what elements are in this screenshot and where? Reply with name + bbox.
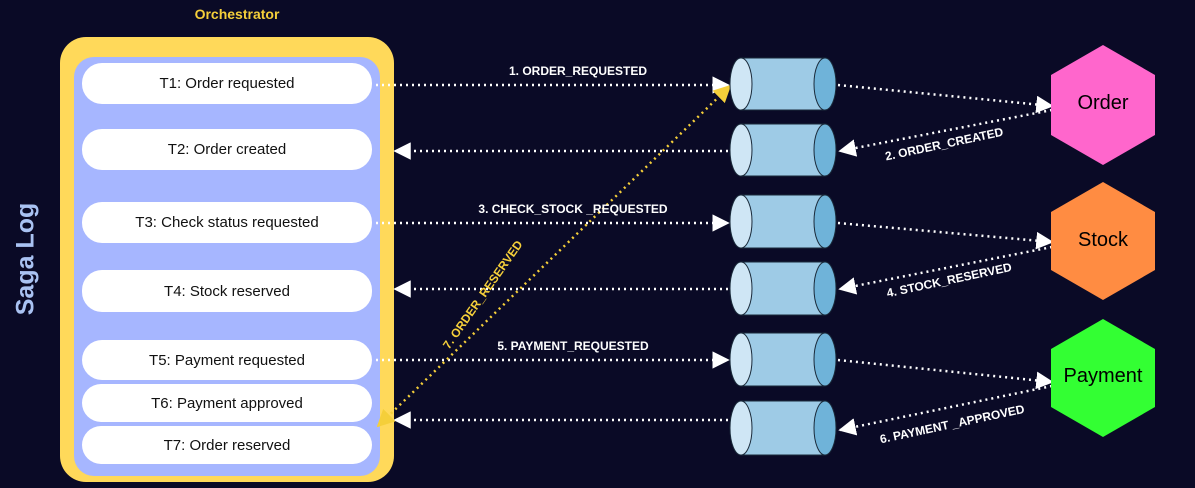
arrow-payment-to-queue (838, 384, 1053, 436)
step-t4: T4: Stock reserved (82, 270, 372, 312)
msg-label-5: 5. PAYMENT_REQUESTED (497, 339, 649, 353)
payment-service-label: Payment (1063, 365, 1143, 387)
arrow-queue-to-stock (837, 221, 1054, 250)
step-t7: T7: Order reserved (82, 426, 372, 464)
orchestrator-title: Orchestrator (194, 6, 280, 22)
msg-label-1: 1. ORDER_REQUESTED (509, 64, 647, 78)
queue-4 (729, 261, 837, 316)
queue-3 (729, 194, 837, 249)
arrow-order-reserved (376, 84, 732, 428)
step-t6: T6: Payment approved (82, 384, 372, 422)
step-t5: T5: Payment requested (82, 340, 372, 380)
msg-label-3: 3. CHECK_STOCK _REQUESTED (478, 202, 667, 216)
arrow-stock-to-queue (838, 245, 1053, 295)
arrow-queue-to-payment (837, 358, 1054, 390)
queue-5 (729, 332, 837, 387)
msg-label-7: 7. ORDER_RESERVED (440, 238, 526, 352)
stock-service-label: Stock (1077, 229, 1129, 251)
order-service-label: Order (1077, 92, 1129, 114)
msg-label-6: 6. PAYMENT _APPROVED (879, 402, 1026, 446)
step-t1: T1: Order requested (82, 63, 372, 104)
arrow-queue-to-order (837, 83, 1054, 114)
step-t3: T3: Check status requested (82, 202, 372, 243)
payment-service-hexagon (1051, 319, 1155, 437)
queue-1 (729, 57, 837, 111)
queue-2 (729, 123, 837, 177)
order-service-hexagon (1051, 45, 1155, 165)
stock-service-hexagon (1051, 182, 1155, 300)
queue-6 (729, 400, 837, 456)
msg-label-4: 4. STOCK_RESERVED (885, 260, 1013, 300)
step-t2: T2: Order created (82, 129, 372, 170)
